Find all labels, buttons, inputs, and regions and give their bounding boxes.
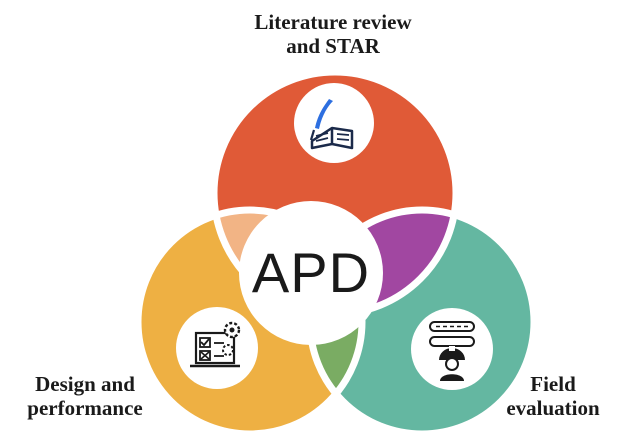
center-label: APD (251, 241, 371, 304)
quill-book-icon (294, 83, 374, 163)
road-worker-icon (411, 308, 493, 390)
center-circle (239, 201, 383, 345)
label-field-evaluation: Field evaluation (488, 372, 618, 420)
label-line: and STAR (286, 34, 380, 58)
label-line: Field (530, 372, 576, 396)
label-line: Literature review (254, 10, 412, 34)
label-line: Design and (35, 372, 135, 396)
label-literature-review: Literature review and STAR (222, 10, 444, 58)
label-line: evaluation (506, 396, 600, 420)
checklist-gears-icon (176, 307, 258, 389)
label-line: performance (27, 396, 143, 420)
label-design-performance: Design and performance (2, 372, 168, 420)
